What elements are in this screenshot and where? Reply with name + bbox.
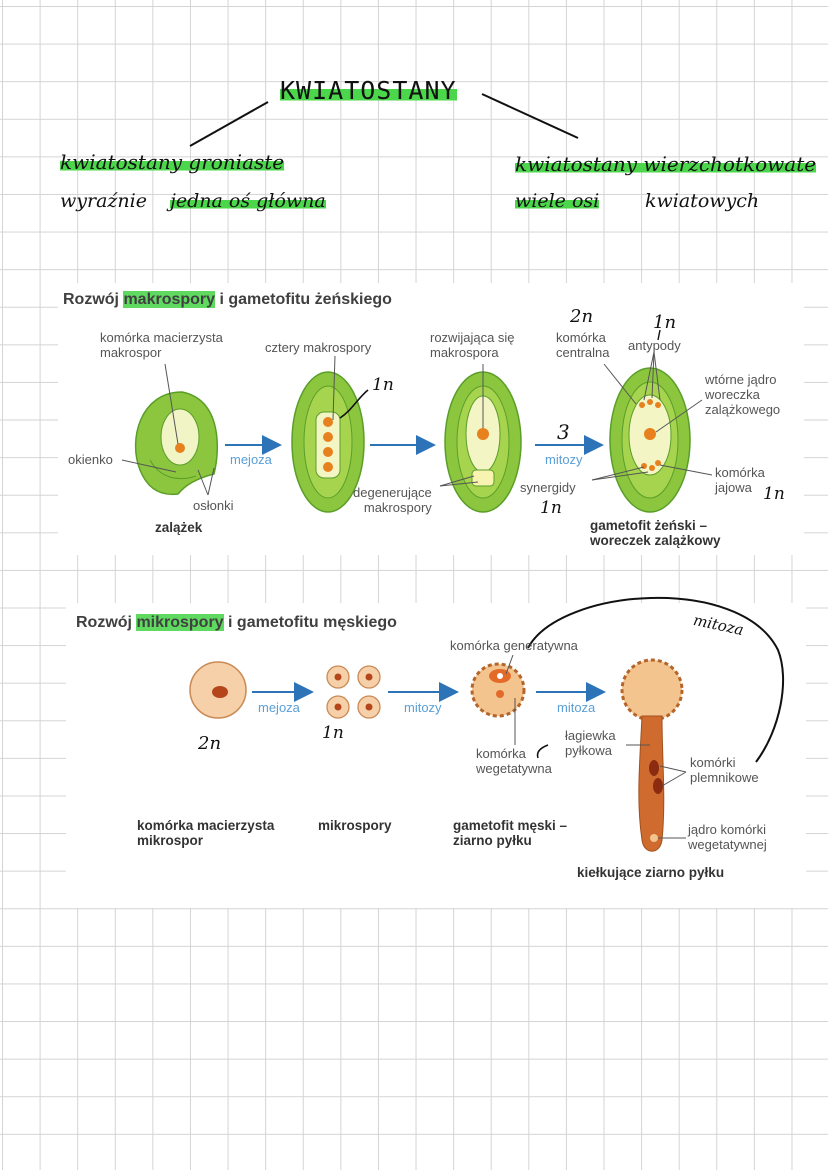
label-micro-mitozy: mitozy xyxy=(404,700,442,715)
notes-branch-lines xyxy=(189,93,579,147)
label-micro-mejoza: mejoza xyxy=(258,700,300,715)
label-oslonki: osłonki xyxy=(193,498,234,513)
notes-right-line2a: wiele osi xyxy=(515,190,600,212)
hw-1n-jajowa: 1n xyxy=(763,484,785,504)
label-micro-mitoza: mitoza xyxy=(557,700,596,715)
hw-1n-micro: 1n xyxy=(322,723,344,743)
label-mitozy: mitozy xyxy=(545,452,583,467)
macrospore-title: Rozwój makrospory i gametofitu żeńskiego xyxy=(63,291,392,308)
label-komorka-generatywna: komórka generatywna xyxy=(450,638,578,653)
notes-left-line1: kwiatostany groniaste xyxy=(60,150,285,174)
label-okienko: okienko xyxy=(68,452,113,467)
ovule-2 xyxy=(291,371,365,513)
label-cztery-makrospory: cztery makrospory xyxy=(265,340,372,355)
label-mejoza: mejoza xyxy=(230,452,272,467)
notes-right-line2b: kwiatowych xyxy=(645,190,760,212)
label-mikrospory: mikrospory xyxy=(318,818,392,833)
label-kielkujace: kiełkujące ziarno pyłku xyxy=(577,865,725,880)
hw-1n-synergidy: 1n xyxy=(540,498,562,518)
tetrad xyxy=(326,665,381,719)
label-antypody: antypody xyxy=(628,338,681,353)
microspore-diagram xyxy=(66,603,806,908)
ovule-4 xyxy=(609,367,691,513)
hw-3: 3 xyxy=(557,420,570,444)
notes-title: KWIATOSTANY xyxy=(280,76,457,105)
hw-1n-cztery: 1n xyxy=(372,375,394,395)
notes-left-line2a: wyraźnie xyxy=(60,190,147,212)
hw-2n-macro: 2n xyxy=(570,306,594,327)
germinating-pollen xyxy=(620,658,684,852)
hw-1n-antypody: 1n xyxy=(653,312,677,333)
pollen-grain xyxy=(470,662,526,718)
mother-cell xyxy=(189,661,247,719)
label-gametofit-meski: gametofit męski –ziarno pyłku xyxy=(453,818,568,848)
hw-2n-micro: 2n xyxy=(198,733,222,754)
label-gametofit-zenski: gametofit żeński –woreczek zalążkowy xyxy=(590,518,721,548)
label-synergidy: synergidy xyxy=(520,480,576,495)
notes-right-line1: kwiatostany wierzchotkowate xyxy=(515,152,817,176)
microspore-title: Rozwój mikrospory i gametofitu męskiego xyxy=(76,614,397,631)
ovule-3 xyxy=(444,371,522,513)
label-zalazek: zalążek xyxy=(155,520,203,535)
ovule-1 xyxy=(134,391,218,496)
notes-left-line2b: jedna oś główna xyxy=(170,190,326,212)
